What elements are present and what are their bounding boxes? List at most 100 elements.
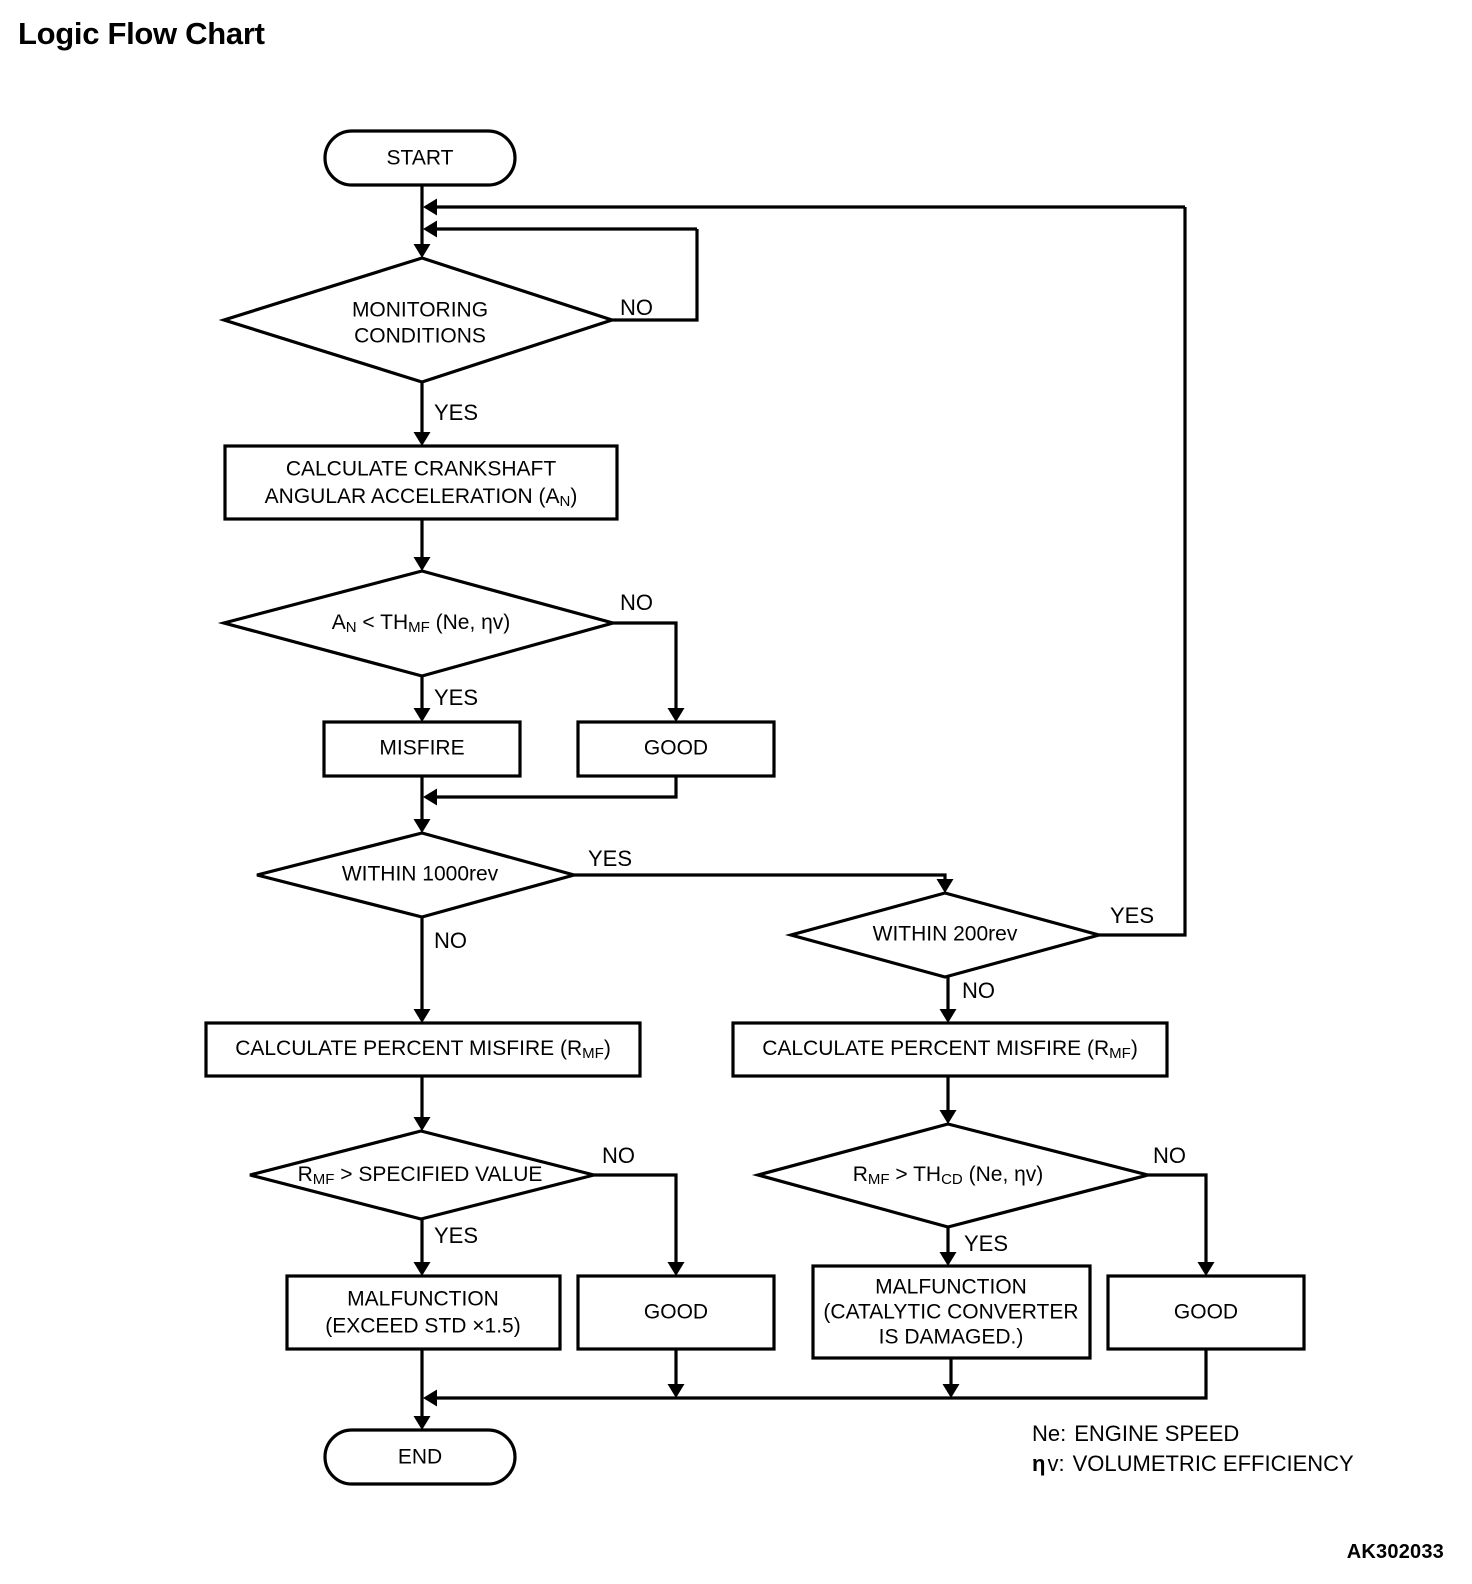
node-good-2-label: GOOD [644,1301,708,1324]
node-rmf-thcd-pre: R [853,1163,868,1186]
node-misfire-label: MISFIRE [379,737,464,760]
node-calc-rmf-left-label: CALCULATE PERCENT MISFIRE (RMF) [235,1037,611,1062]
legend-ne-symbol: Ne: [1032,1421,1066,1446]
node-misfire[interactable]: MISFIRE [322,720,522,778]
node-rmf-thcd-label: RMF > THCD (Ne, ηv) [853,1163,1044,1188]
arrowhead-calc-accel-in [413,432,431,446]
node-malf-std-line1: MALFUNCTION [347,1288,499,1311]
arrowhead-calc-rmf-right-in [939,1009,957,1023]
node-calculate-percent-misfire-left[interactable]: CALCULATE PERCENT MISFIRE (RMF) [204,1021,642,1078]
edge-label-within1000-yes: YES [588,846,632,871]
node-an-less-than-thmf[interactable]: AN < THMF (Ne, ηv) [217,569,620,678]
legend-item-ne: Ne: ENGINE SPEED [1032,1421,1239,1446]
node-calculate-crankshaft-angular-acceleration[interactable]: CALCULATE CRANKSHAFT ANGULAR ACCELERATIO… [223,444,619,521]
arrowhead-malf-cat-collector [942,1384,960,1398]
edge-label-within200-no: NO [962,978,995,1003]
edge-rmf-thcd-no [1148,1173,1208,1268]
arrowhead-good-1-in [667,708,685,722]
node-good-1-label: GOOD [644,737,708,760]
node-good-2[interactable]: GOOD [576,1274,776,1351]
node-rmf-greater-specified-value[interactable]: RMF > SPECIFIED VALUE [249,1129,595,1221]
edge-within200-yes [1099,207,1187,937]
edge-label-rmf-thcd-yes: YES [964,1231,1008,1256]
node-good-3[interactable]: GOOD [1106,1274,1306,1351]
edge-label-within200-yes: YES [1110,903,1154,928]
edge-monitoring-no [612,229,699,322]
node-malf-cat-line1: MALFUNCTION [875,1276,1027,1299]
arrowhead-good-3-in [1197,1262,1215,1276]
node-good-3-label: GOOD [1174,1301,1238,1324]
arrowhead-rmf-spec-in [413,1117,431,1131]
node-an-thmf-sub2: MF [408,619,430,636]
node-calc-rmf-left-post: ) [604,1037,611,1060]
node-end-label: END [398,1446,442,1469]
edge-label-an-thmf-no: NO [620,590,653,615]
arrowhead-return-inner [423,220,437,238]
node-within-1000rev-label: WITHIN 1000rev [342,863,499,886]
node-calc-rmf-left-pre: CALCULATE PERCENT MISFIRE (R [235,1037,582,1060]
arrowhead-collector-merge [423,1389,437,1407]
edge-label-rmf-thcd-no: NO [1153,1143,1186,1168]
arrowhead-end-in [413,1416,431,1430]
node-an-thmf-label: AN < THMF (Ne, ηv) [332,611,511,636]
arrowhead-within1000-in [413,819,431,833]
arrowhead-monitoring-in [413,244,431,258]
edge-label-monitoring-yes: YES [434,400,478,425]
node-an-thmf-mid: < TH [357,611,409,634]
legend-ne-meaning: ENGINE SPEED [1074,1421,1239,1446]
edge-within1000-yes [574,873,947,885]
node-rmf-spec-pre: R [298,1163,313,1186]
node-start[interactable]: START [323,129,517,187]
edge-rmf-spec-no [594,1173,678,1268]
legend-etav-meaning: VOLUMETRIC EFFICIENCY [1073,1451,1354,1476]
node-malfunction-catalytic-converter[interactable]: MALFUNCTION (CATALYTIC CONVERTER IS DAMA… [811,1264,1092,1360]
arrowhead-within200-in [936,879,954,893]
node-malfunction-exceed-std[interactable]: MALFUNCTION (EXCEED STD ×1.5) [285,1274,562,1351]
node-calc-accel-line2-pre: ANGULAR ACCELERATION (A [265,485,560,508]
node-rmf-greater-thcd[interactable]: RMF > THCD (Ne, ηv) [751,1122,1149,1229]
arrowhead-misfire-in [413,708,431,722]
node-calculate-percent-misfire-right[interactable]: CALCULATE PERCENT MISFIRE (RMF) [731,1021,1169,1078]
node-monitoring-label-line2: CONDITIONS [354,325,486,348]
edge-label-within1000-no: NO [434,928,467,953]
node-within-1000rev[interactable]: WITHIN 1000rev [256,831,581,919]
edge-good-1-merge [434,776,678,799]
node-rmf-spec-label: RMF > SPECIFIED VALUE [298,1163,543,1188]
legend-item-eta-v: ηv: VOLUMETRIC EFFICIENCY [1032,1451,1354,1476]
edge-an-thmf-no [613,621,678,714]
edge-label-rmf-spec-yes: YES [434,1223,478,1248]
reference-code: AK302033 [1346,1541,1444,1563]
arrowhead-good-2-in [667,1262,685,1276]
node-calc-rmf-left-sub: MF [582,1045,604,1062]
node-an-thmf-pre: A [332,611,346,634]
node-calc-accel-line2: ANGULAR ACCELERATION (AN) [265,485,578,510]
node-within-200rev[interactable]: WITHIN 200rev [784,891,1106,979]
arrowhead-calc-rmf-left-in [413,1009,431,1023]
node-calc-accel-line2-post: ) [570,485,577,508]
legend-etav-greek: η [1032,1451,1045,1476]
node-rmf-thcd-sub2: CD [941,1171,963,1188]
node-within-200rev-label: WITHIN 200rev [873,923,1018,946]
node-end[interactable]: END [323,1428,517,1486]
node-rmf-spec-sub: MF [313,1171,335,1188]
arrowhead-good-2-collector [667,1384,685,1398]
node-calc-rmf-right-post: ) [1131,1037,1138,1060]
node-malf-cat-line3: IS DAMAGED.) [879,1326,1024,1349]
node-calc-accel-line1: CALCULATE CRANKSHAFT [286,458,556,481]
node-calc-accel-line2-sub: N [560,493,571,510]
node-start-label: START [387,147,454,170]
node-malf-std-line2: (EXCEED STD ×1.5) [325,1315,520,1338]
legend: Ne: ENGINE SPEED ηv: VOLUMETRIC EFFICIENCY [1032,1421,1354,1476]
node-an-thmf-post: (Ne, ηv) [430,611,511,634]
node-monitoring-label-line1: MONITORING [352,299,488,322]
node-good-1[interactable]: GOOD [576,720,776,778]
node-rmf-thcd-mid: > TH [890,1163,942,1186]
arrowhead-rmf-thcd-in [939,1110,957,1124]
node-monitoring-conditions[interactable]: MONITORING CONDITIONS [218,256,618,384]
edge-label-an-thmf-yes: YES [434,685,478,710]
node-rmf-thcd-sub1: MF [868,1171,890,1188]
arrowhead-malf-cat-in [939,1252,957,1266]
legend-etav-rest: v: [1047,1451,1064,1476]
page-title: Logic Flow Chart [18,16,265,51]
